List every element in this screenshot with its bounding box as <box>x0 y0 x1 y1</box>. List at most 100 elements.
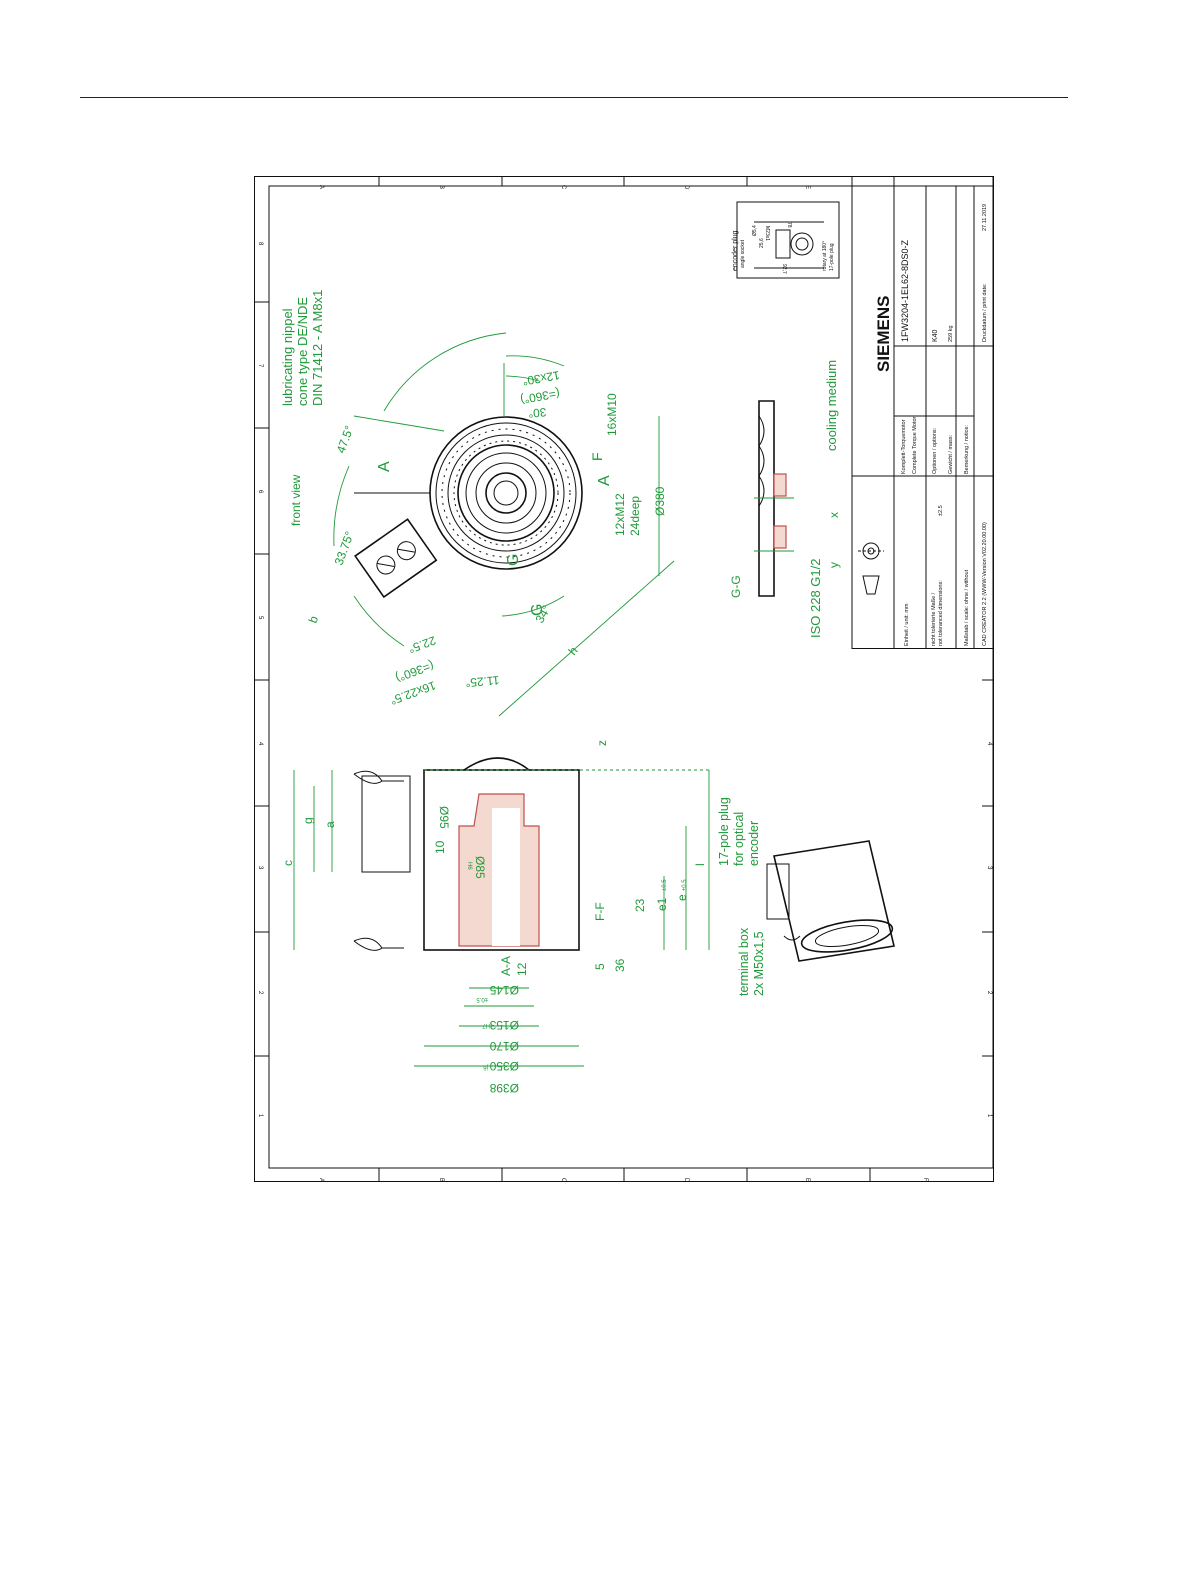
diameter-398: Ø398 <box>489 1081 519 1095</box>
zone-bottom-c: C <box>560 1178 566 1182</box>
zone-left-8: 8 <box>257 242 263 246</box>
encoder-plug-detail <box>736 201 840 279</box>
dimension-12: 12 <box>515 962 529 976</box>
tolerance-value: ±2.5 <box>938 505 944 516</box>
encoder-dim-78: 78 <box>786 222 792 228</box>
dimension-b: b <box>306 614 322 625</box>
sheet-inner-border <box>268 185 994 1169</box>
dimension-e-tolerance: ±0.5 <box>682 879 688 891</box>
zone-left-2: 2 <box>257 991 263 995</box>
pattern-12-equals: (=360°) <box>519 386 561 407</box>
encoder-plug-subtitle: angle socket <box>740 239 746 268</box>
section-marker-g-top: G <box>505 554 522 566</box>
notice-label: Bemerkung / notice: <box>964 425 970 474</box>
zone-left-4: 4 <box>257 742 263 746</box>
front-view-dimensions <box>333 332 675 717</box>
dimension-c: c <box>281 860 295 866</box>
pattern-12x30: 12x30° <box>521 368 561 388</box>
dimension-y: y <box>827 562 841 568</box>
encoder-plug-note-pole: 17-pole plug <box>829 243 835 271</box>
zone-top-d: D <box>683 185 689 190</box>
diameter-145: Ø145 <box>489 983 519 997</box>
diameter-350-tolerance: j6 <box>483 1064 489 1070</box>
holes-12xm12: 12xM12 <box>613 493 627 536</box>
zone-top-e: E <box>804 185 810 189</box>
diameter-153: Ø153 <box>489 1018 519 1032</box>
zone-bottom-d: D <box>683 1178 689 1182</box>
side-section-drawing <box>353 757 580 951</box>
section-gg-drawing <box>754 400 794 597</box>
holes-16xm10: 16xM10 <box>605 393 619 436</box>
cad-creator: CAD CREATOR 2.2 (WWW-Version V02.20.00.0… <box>982 522 988 646</box>
zone-bottom-b: B <box>438 1178 444 1182</box>
options-value: K40 <box>932 329 939 342</box>
encoder-dim-m23: M23x1 <box>764 226 770 241</box>
zone-bottom-a: A <box>318 1178 324 1182</box>
section-aa-label: A-A <box>499 956 513 976</box>
angle-22-5: 22.5° <box>406 633 437 656</box>
zone-left-7: 7 <box>257 364 263 368</box>
brand-logo: SIEMENS <box>874 295 893 372</box>
title-block <box>851 176 994 649</box>
tolerance-label-en: not toleranced dimensions: <box>938 580 944 646</box>
lubricating-note-line2: cone type DE/NDE <box>295 297 310 406</box>
dimension-x: x <box>827 512 841 518</box>
angle-33-75: 33.75° <box>332 529 357 567</box>
zone-right-2: 2 <box>986 991 992 995</box>
diameter-380: Ø380 <box>653 486 667 516</box>
diameter-170: Ø170 <box>489 1039 519 1053</box>
section-marker-a-left: A <box>376 461 393 472</box>
drawing-sheet: A B C D E A B C D E F 1 2 3 4 5 6 7 8 1 … <box>254 176 994 1183</box>
section-ff-label: F-F <box>593 902 607 921</box>
diameter-350: Ø350 <box>489 1059 519 1073</box>
projection-symbol <box>858 542 884 595</box>
plug-note-line1: 17-pole plug <box>717 797 731 866</box>
dimension-36: 36 <box>613 958 627 972</box>
mass-value: 259 kg <box>948 325 954 342</box>
angle-30: 30° <box>527 405 546 421</box>
zone-right-1: 1 <box>986 1114 992 1118</box>
page-header-rule <box>80 97 1068 98</box>
technical-drawing: A B C D E A B C D E F 1 2 3 4 5 6 7 8 1 … <box>254 176 994 1183</box>
side-section-dimensions <box>293 769 710 1067</box>
zone-right-4: 4 <box>986 742 992 746</box>
zone-bottom-e: E <box>804 1178 810 1182</box>
isometric-view-drawing <box>766 840 895 962</box>
diameter-85-tolerance: H6 <box>466 862 472 870</box>
section-marker-f: F <box>589 452 605 461</box>
encoder-plug-note-rotary: rotary at 180° <box>822 241 828 271</box>
zone-left-5: 5 <box>257 616 263 620</box>
scale-label: Maßstab / scale: ohne / without <box>964 569 970 646</box>
product-name-en: Complete Torque Motor <box>912 416 918 474</box>
front-view-drawing <box>354 416 583 599</box>
zone-top-b: B <box>438 185 444 189</box>
angle-47-5: 47.5° <box>334 424 357 455</box>
holes-24deep: 24deep <box>628 496 642 536</box>
terminal-note-line1: terminal box <box>737 927 751 996</box>
zone-left-3: 3 <box>257 866 263 870</box>
lubricating-note-line1: lubricating nippel <box>280 308 295 406</box>
dimension-z: z <box>595 740 609 746</box>
zone-bottom-f: F <box>922 1178 928 1182</box>
diameter-153-tolerance: H7 <box>482 1022 490 1028</box>
terminal-note-line2: 2x M50x1,5 <box>752 931 766 996</box>
diameter-145-tolerance: ±0.5 <box>476 996 488 1002</box>
section-gg-label: G-G <box>729 575 743 598</box>
dimension-23: 23 <box>633 898 647 912</box>
iso-thread-note: ISO 228 G1/2 <box>808 559 823 639</box>
mass-label: Gewicht / mass: <box>948 434 954 474</box>
zone-top-c: C <box>560 185 566 190</box>
zone-left-6: 6 <box>257 490 263 494</box>
angle-11-25: 11.25° <box>465 673 500 690</box>
section-marker-g-bottom: G <box>529 604 546 616</box>
zone-top-a: A <box>318 185 324 189</box>
dimension-e1-tolerance: ±0.5 <box>662 879 668 891</box>
unit-label: Einheit / unit: mm <box>904 603 910 646</box>
dimension-10: 10 <box>433 840 447 854</box>
plug-note-line3: encoder <box>747 821 761 866</box>
zone-left-1: 1 <box>257 1114 263 1118</box>
zone-grid <box>254 176 994 1182</box>
order-number: 1FW3204-1EL62-8DS0-Z <box>900 239 910 342</box>
dimension-e: e <box>675 894 689 901</box>
plug-note-line2: for optical <box>732 812 746 866</box>
